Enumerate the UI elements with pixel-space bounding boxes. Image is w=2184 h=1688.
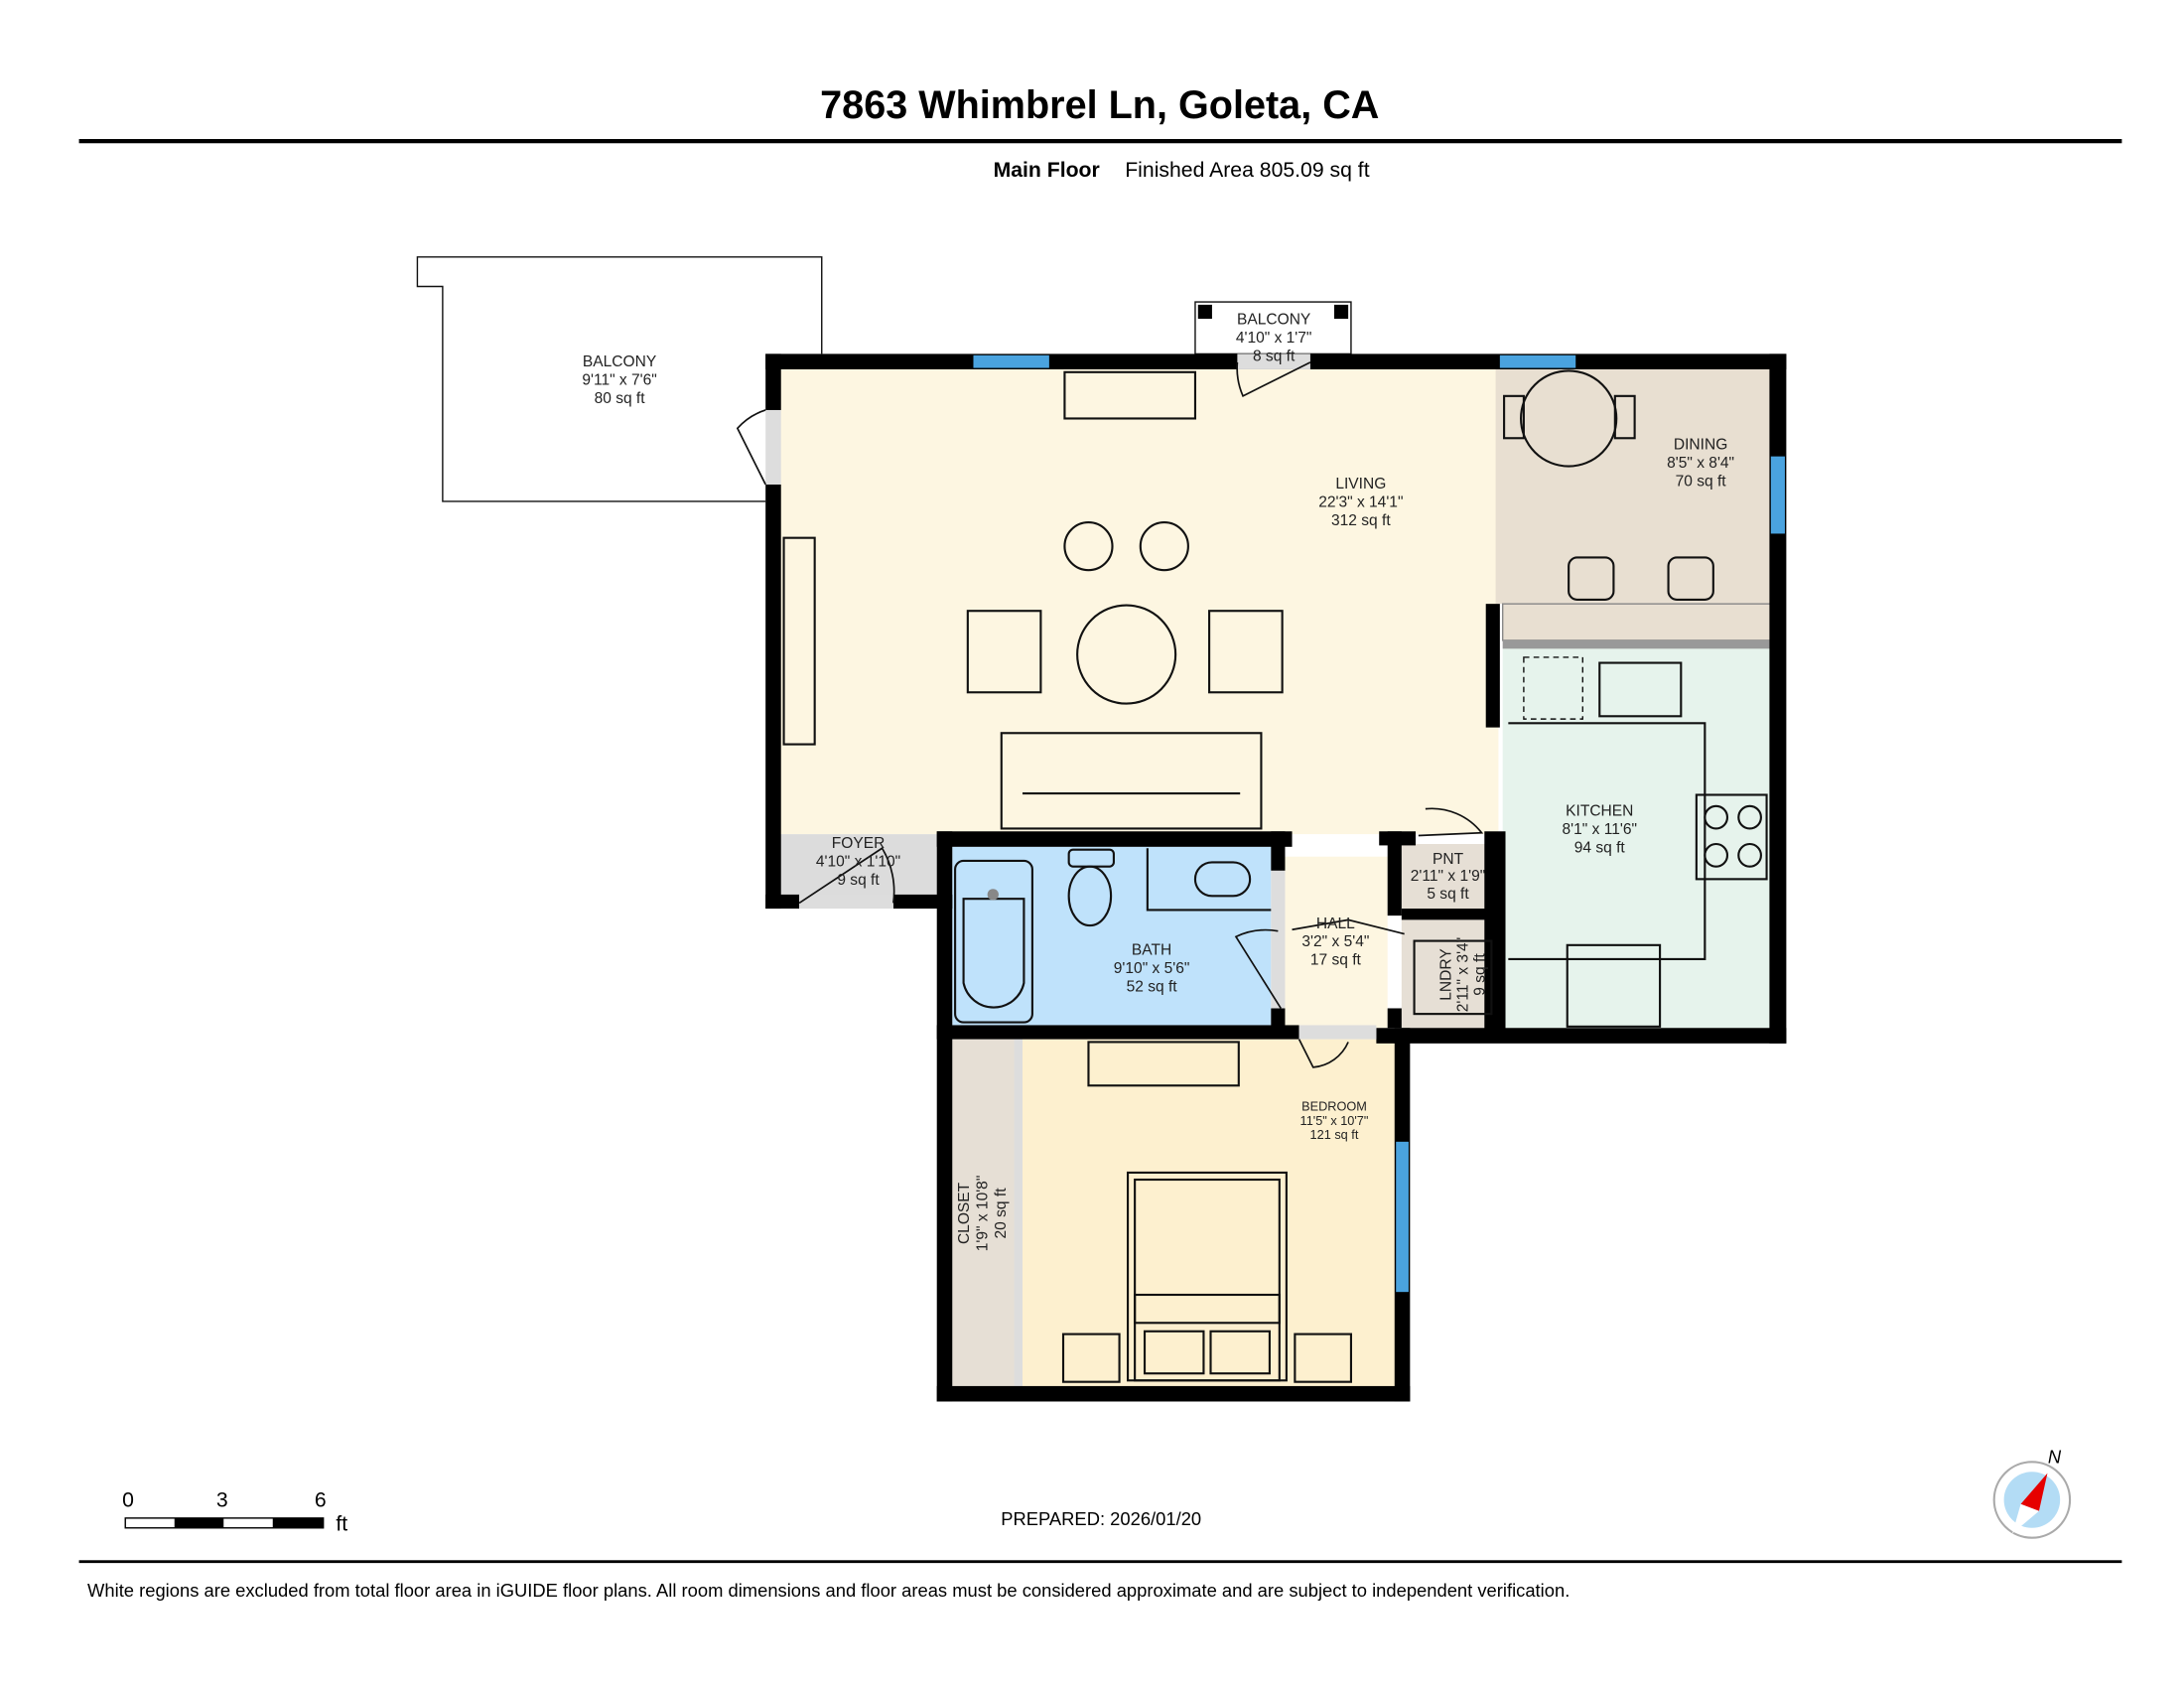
svg-text:HALL: HALL bbox=[1316, 915, 1355, 932]
room-label-bedroom: BEDROOM 11'5" x 10'7" 121 sq ft bbox=[1300, 1099, 1369, 1142]
svg-text:22'3" x 14'1": 22'3" x 14'1" bbox=[1318, 494, 1403, 511]
post bbox=[1333, 304, 1349, 320]
svg-text:1'9" x 10'8": 1'9" x 10'8" bbox=[975, 1176, 992, 1252]
svg-text:4'10" x 1'10": 4'10" x 1'10" bbox=[816, 854, 900, 871]
room-bedroom bbox=[1022, 1039, 1397, 1388]
svg-text:9 sq ft: 9 sq ft bbox=[1471, 953, 1488, 996]
header-rule bbox=[78, 139, 2122, 144]
room-bath bbox=[952, 846, 1272, 1026]
svg-text:8'5" x 8'4": 8'5" x 8'4" bbox=[1667, 455, 1734, 472]
dresser bbox=[1087, 1041, 1240, 1087]
room-foyer bbox=[779, 834, 939, 897]
windows bbox=[973, 354, 1785, 1293]
svg-text:52 sq ft: 52 sq ft bbox=[1127, 979, 1178, 996]
floor-name: Main Floor bbox=[994, 159, 1100, 182]
compass-icon: N bbox=[1992, 1447, 2072, 1539]
room-closet bbox=[952, 1039, 1015, 1388]
svg-text:8'1" x 11'6": 8'1" x 11'6" bbox=[1563, 821, 1637, 838]
svg-text:3: 3 bbox=[216, 1489, 228, 1512]
svg-text:LNDRY: LNDRY bbox=[1437, 948, 1454, 1001]
room-label-kitchen: KITCHEN 8'1" x 11'6" 94 sq ft bbox=[1563, 803, 1637, 857]
svg-text:9'11" x 7'6": 9'11" x 7'6" bbox=[582, 372, 656, 389]
stove bbox=[1695, 793, 1768, 881]
svg-text:80 sq ft: 80 sq ft bbox=[595, 390, 646, 407]
fridge bbox=[1566, 943, 1662, 1028]
room-label-living: LIVING 22'3" x 14'1" 312 sq ft bbox=[1318, 476, 1403, 529]
svg-text:11'5" x 10'7": 11'5" x 10'7" bbox=[1300, 1113, 1369, 1128]
room-label-balcony-small: BALCONY 4'10" x 1'7" 8 sq ft bbox=[1236, 312, 1312, 365]
coffee-table bbox=[1076, 604, 1177, 705]
svg-text:9'10" x 5'6": 9'10" x 5'6" bbox=[1114, 960, 1190, 977]
room-laundry bbox=[1401, 919, 1493, 1030]
room-label-hall: HALL 3'2" x 5'4" 17 sq ft bbox=[1301, 915, 1369, 969]
bathtub bbox=[954, 859, 1033, 1024]
svg-text:312 sq ft: 312 sq ft bbox=[1331, 512, 1391, 529]
tv-console bbox=[1063, 370, 1197, 420]
room-label-bath: BATH 9'10" x 5'6" 52 sq ft bbox=[1114, 942, 1190, 996]
svg-text:9 sq ft: 9 sq ft bbox=[837, 872, 880, 889]
kitchen-sink bbox=[1598, 661, 1683, 718]
svg-text:BATH: BATH bbox=[1132, 942, 1171, 959]
svg-text:PNT: PNT bbox=[1433, 851, 1464, 868]
compass-north-label: N bbox=[2048, 1447, 2062, 1468]
counter-edge bbox=[1502, 639, 1773, 649]
closet-door-track bbox=[1014, 1039, 1023, 1388]
room-label-dining: DINING 8'5" x 8'4" 70 sq ft bbox=[1667, 437, 1734, 491]
svg-text:LIVING: LIVING bbox=[1335, 476, 1386, 492]
svg-text:17 sq ft: 17 sq ft bbox=[1310, 952, 1362, 969]
finished-area: Finished Area 805.09 sq ft bbox=[1125, 159, 1369, 182]
footer-rule bbox=[78, 1560, 2122, 1564]
svg-text:20 sq ft: 20 sq ft bbox=[993, 1188, 1010, 1239]
scale-bar: 0 3 6 ft bbox=[122, 1489, 347, 1536]
fireplace bbox=[782, 536, 816, 746]
svg-text:BALCONY: BALCONY bbox=[583, 353, 657, 370]
room-label-closet: CLOSET 1'9" x 10'8" 20 sq ft bbox=[956, 1176, 1010, 1252]
svg-text:121 sq ft: 121 sq ft bbox=[1310, 1127, 1359, 1142]
svg-text:CLOSET: CLOSET bbox=[956, 1182, 973, 1244]
svg-text:2'11" x 1'9": 2'11" x 1'9" bbox=[1411, 868, 1485, 885]
svg-text:5 sq ft: 5 sq ft bbox=[1427, 886, 1469, 903]
washer-dryer bbox=[1413, 939, 1493, 1016]
svg-text:3'2" x 5'4": 3'2" x 5'4" bbox=[1301, 933, 1369, 950]
room-pantry bbox=[1401, 844, 1493, 910]
room-label-foyer: FOYER 4'10" x 1'10" 9 sq ft bbox=[816, 835, 900, 889]
room-label-laundry: LNDRY 2'11" x 3'4" 9 sq ft bbox=[1437, 937, 1488, 1012]
svg-text:ft: ft bbox=[336, 1513, 347, 1536]
svg-text:8 sq ft: 8 sq ft bbox=[1253, 348, 1296, 364]
svg-text:FOYER: FOYER bbox=[832, 835, 886, 852]
toilet bbox=[1067, 865, 1113, 927]
post bbox=[1197, 304, 1212, 320]
svg-text:0: 0 bbox=[122, 1489, 134, 1512]
sofa bbox=[1000, 732, 1263, 830]
dining-table bbox=[1520, 369, 1618, 468]
room-kitchen bbox=[1502, 648, 1773, 1032]
room-label-pantry: PNT 2'11" x 1'9" 5 sq ft bbox=[1411, 851, 1485, 903]
balcony-small-outline bbox=[1194, 301, 1352, 355]
page-title: 7863 Whimbrel Ln, Goleta, CA bbox=[820, 83, 1379, 127]
furniture bbox=[782, 369, 1768, 1383]
bath-sink bbox=[1193, 861, 1252, 898]
room-hall bbox=[1285, 856, 1388, 1029]
prepared-date: PREPARED: 2026/01/20 bbox=[1001, 1508, 1201, 1529]
balcony-large-outline bbox=[416, 256, 823, 502]
svg-text:BALCONY: BALCONY bbox=[1237, 312, 1311, 329]
svg-text:70 sq ft: 70 sq ft bbox=[1676, 473, 1727, 490]
counter bbox=[1501, 603, 1773, 641]
doors bbox=[736, 353, 1484, 1068]
svg-text:DINING: DINING bbox=[1674, 437, 1727, 454]
room-label-balcony-large: BALCONY 9'11" x 7'6" 80 sq ft bbox=[582, 353, 657, 407]
svg-text:6: 6 bbox=[315, 1489, 327, 1512]
svg-text:2'11" x 3'4": 2'11" x 3'4" bbox=[1454, 937, 1471, 1012]
svg-text:BEDROOM: BEDROOM bbox=[1301, 1099, 1367, 1114]
svg-text:4'10" x 1'7": 4'10" x 1'7" bbox=[1236, 330, 1312, 347]
svg-text:KITCHEN: KITCHEN bbox=[1566, 803, 1633, 820]
disclaimer: White regions are excluded from total fl… bbox=[87, 1580, 1570, 1601]
room-living bbox=[779, 367, 1499, 835]
svg-text:94 sq ft: 94 sq ft bbox=[1574, 839, 1626, 856]
